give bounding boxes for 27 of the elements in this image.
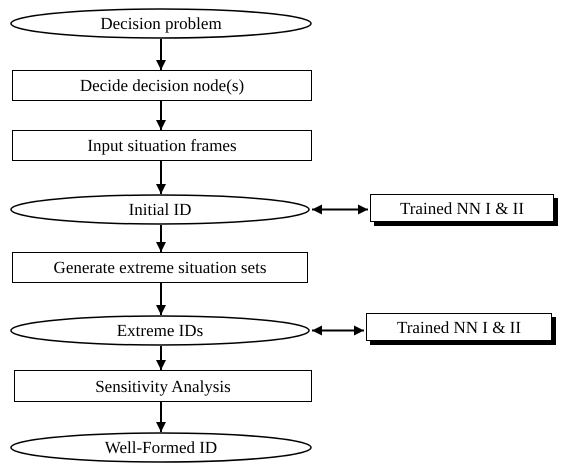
node-label: Generate extreme situation sets [54, 259, 266, 276]
arrow [156, 39, 166, 70]
node-label: Sensitivity Analysis [95, 378, 231, 394]
process-box [12, 70, 312, 101]
arrow [156, 402, 166, 432]
terminal-ellipse [10, 8, 312, 39]
node-label: Extreme IDs [116, 322, 204, 339]
terminal-ellipse [10, 315, 310, 346]
arrow [156, 346, 166, 370]
arrow [156, 161, 166, 194]
terminal-ellipse [10, 194, 310, 225]
arrow [156, 101, 166, 130]
process-box [14, 370, 312, 402]
arrow [312, 204, 368, 214]
process-box [12, 130, 312, 161]
arrow [156, 283, 166, 315]
process-box [12, 252, 308, 283]
node-label: Well-Formed ID [104, 439, 218, 456]
arrow [312, 326, 364, 336]
arrow [156, 225, 166, 252]
node-label: Trained NN I & II [396, 318, 522, 336]
node-label: Decide decision node(s) [80, 77, 244, 94]
terminal-ellipse [10, 432, 312, 463]
node-label: Trained NN I & II [400, 200, 524, 216]
node-label: Decision problem [100, 15, 222, 32]
node-label: Initial ID [128, 201, 192, 218]
node-label: Input situation frames [87, 137, 237, 154]
